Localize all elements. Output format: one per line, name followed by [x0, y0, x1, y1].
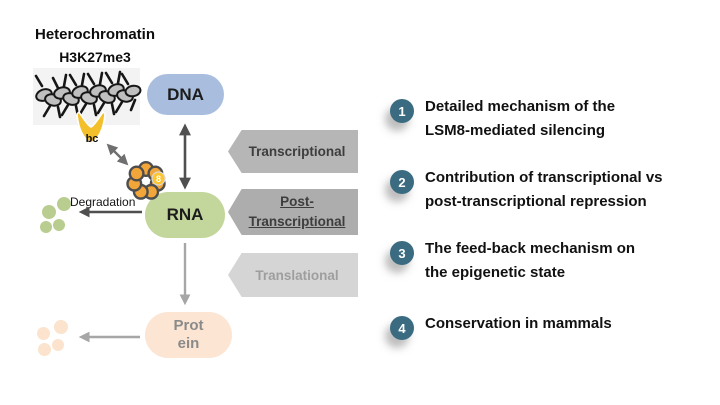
question-item-4: 4 Conservation in mammals	[390, 312, 708, 340]
dna-node: DNA	[147, 74, 224, 115]
question-number-badge: 4	[390, 316, 414, 340]
question-number-badge: 2	[390, 170, 414, 194]
protein-label-line-1: Prot	[173, 317, 204, 334]
chromatin-fiber-illustration	[33, 68, 142, 125]
protein-fragment-dot	[54, 320, 68, 334]
question-item-3: 3 The feed-back mechanism on the epigene…	[390, 237, 708, 285]
question-text: Detailed mechanism of the LSM8-mediated …	[425, 95, 615, 143]
rna-node: RNA	[145, 192, 225, 238]
rna-fragment-dot	[40, 221, 52, 233]
reader-lsm8-double-arrow	[106, 143, 129, 166]
tag-translational: Translational	[228, 253, 358, 297]
lsm8-badge	[151, 171, 166, 186]
question-item-1: 1 Detailed mechanism of the LSM8-mediate…	[390, 95, 708, 143]
rna-fragment-dot	[42, 205, 56, 219]
question-text: Conservation in mammals	[425, 312, 612, 336]
title-line-2: H3K27me3	[59, 48, 131, 65]
question-1-line-1: Detailed mechanism of the	[425, 98, 616, 115]
protein-fragment-dot	[37, 327, 50, 340]
rna-label: RNA	[166, 205, 204, 224]
title-line-1: Heterochromatin	[34, 26, 156, 43]
question-number-badge: 3	[390, 241, 414, 265]
reader-protein-icon: bc	[76, 110, 106, 145]
tag-transcriptional: Transcriptional	[228, 130, 358, 173]
question-3-line-2: the epigenetic state	[425, 264, 566, 281]
protein-node: Prot ein	[145, 312, 232, 358]
rna-fragment-dot	[53, 219, 65, 231]
tag-transcriptional-label: Transcriptional	[248, 144, 346, 159]
question-4-line-1: Conservation in mammals	[425, 315, 612, 332]
question-item-2: 2 Contribution of transcriptional vs pos…	[390, 166, 708, 214]
dna-label: DNA	[167, 84, 204, 104]
tag-post-label-line-2: Transcriptional	[248, 214, 346, 229]
protein-fragment-dot	[38, 343, 51, 356]
lsm8-badge-number: 8	[156, 174, 161, 184]
question-2-line-2: post-transcriptional repression	[425, 193, 647, 210]
tag-post-label-line-1: Post-	[280, 194, 314, 210]
tag-post-transcriptional: Post- Transcriptional	[228, 189, 358, 235]
heterochromatin-title: Heterochromatin H3K27me3	[14, 24, 176, 68]
reader-protein-label: bc	[86, 133, 99, 145]
question-text: Contribution of transcriptional vs post-…	[425, 166, 663, 214]
rna-fragment-dot	[57, 197, 71, 211]
protein-fragment-dot	[52, 339, 64, 351]
protein-label-line-2: ein	[177, 335, 200, 352]
tag-translational-label: Translational	[255, 267, 339, 283]
question-3-line-1: The feed-back mechanism on	[425, 240, 636, 257]
degradation-label: Degradation	[70, 195, 136, 209]
question-number-badge: 1	[390, 99, 414, 123]
question-2-line-1: Contribution of transcriptional vs	[425, 169, 663, 186]
question-text: The feed-back mechanism on the epigeneti…	[425, 237, 635, 285]
question-1-line-2: LSM8-mediated silencing	[425, 122, 606, 139]
